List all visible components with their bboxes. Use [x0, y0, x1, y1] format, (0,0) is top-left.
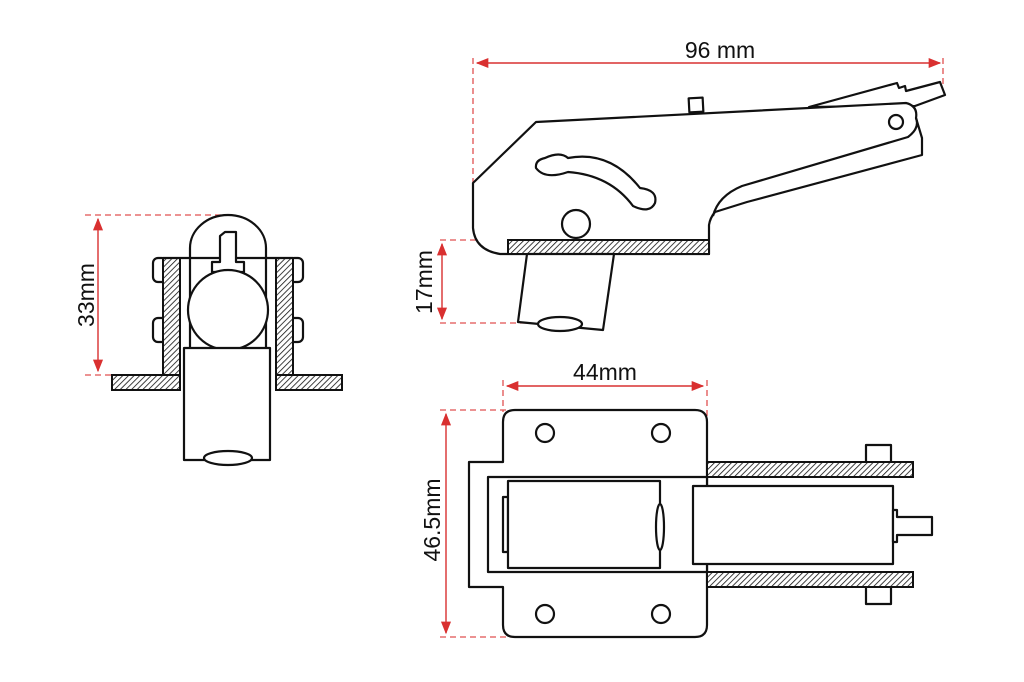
mount-hole: [534, 422, 556, 444]
nozzle: [210, 230, 246, 274]
length-label: 96 mm: [685, 37, 755, 63]
hatched-rail-top: [706, 461, 914, 478]
hatched-wall-left: [162, 257, 181, 376]
hatched-base: [507, 239, 710, 255]
body: [471, 101, 924, 256]
height-label: 33mm: [73, 263, 99, 327]
plate-height-label: 46.5mm: [419, 478, 445, 561]
dome: [188, 213, 268, 350]
flange-right: [275, 374, 343, 391]
mount-hole: [534, 603, 556, 625]
mount-hole: [650, 603, 672, 625]
bottom-view: 44mm 46.5mm: [419, 359, 934, 639]
mount-hole: [650, 422, 672, 444]
curved-slot: [534, 153, 657, 211]
roller-circle: [560, 208, 592, 240]
top-pin: [687, 96, 705, 114]
hatched-wall-right: [275, 257, 294, 376]
plate-width-label: 44mm: [573, 359, 637, 385]
roller: [186, 268, 270, 352]
arm: [691, 484, 895, 566]
front-view: 33mm: [73, 213, 343, 467]
cylinder: [182, 346, 272, 462]
arm-edge: [711, 117, 919, 217]
cylinder-end: [654, 502, 666, 552]
cylinder: [506, 479, 662, 570]
cylinder-end: [536, 315, 584, 333]
cylinder-end: [202, 449, 254, 467]
cylinder: [516, 252, 616, 332]
flange-left: [111, 374, 181, 391]
side-view: 96 mm 17mm: [411, 37, 947, 333]
pivot-hole: [887, 113, 905, 131]
nozzle: [891, 508, 934, 544]
mount-height-label: 17mm: [411, 250, 437, 314]
hatched-rail-bottom: [706, 571, 914, 588]
lever: [807, 80, 947, 109]
